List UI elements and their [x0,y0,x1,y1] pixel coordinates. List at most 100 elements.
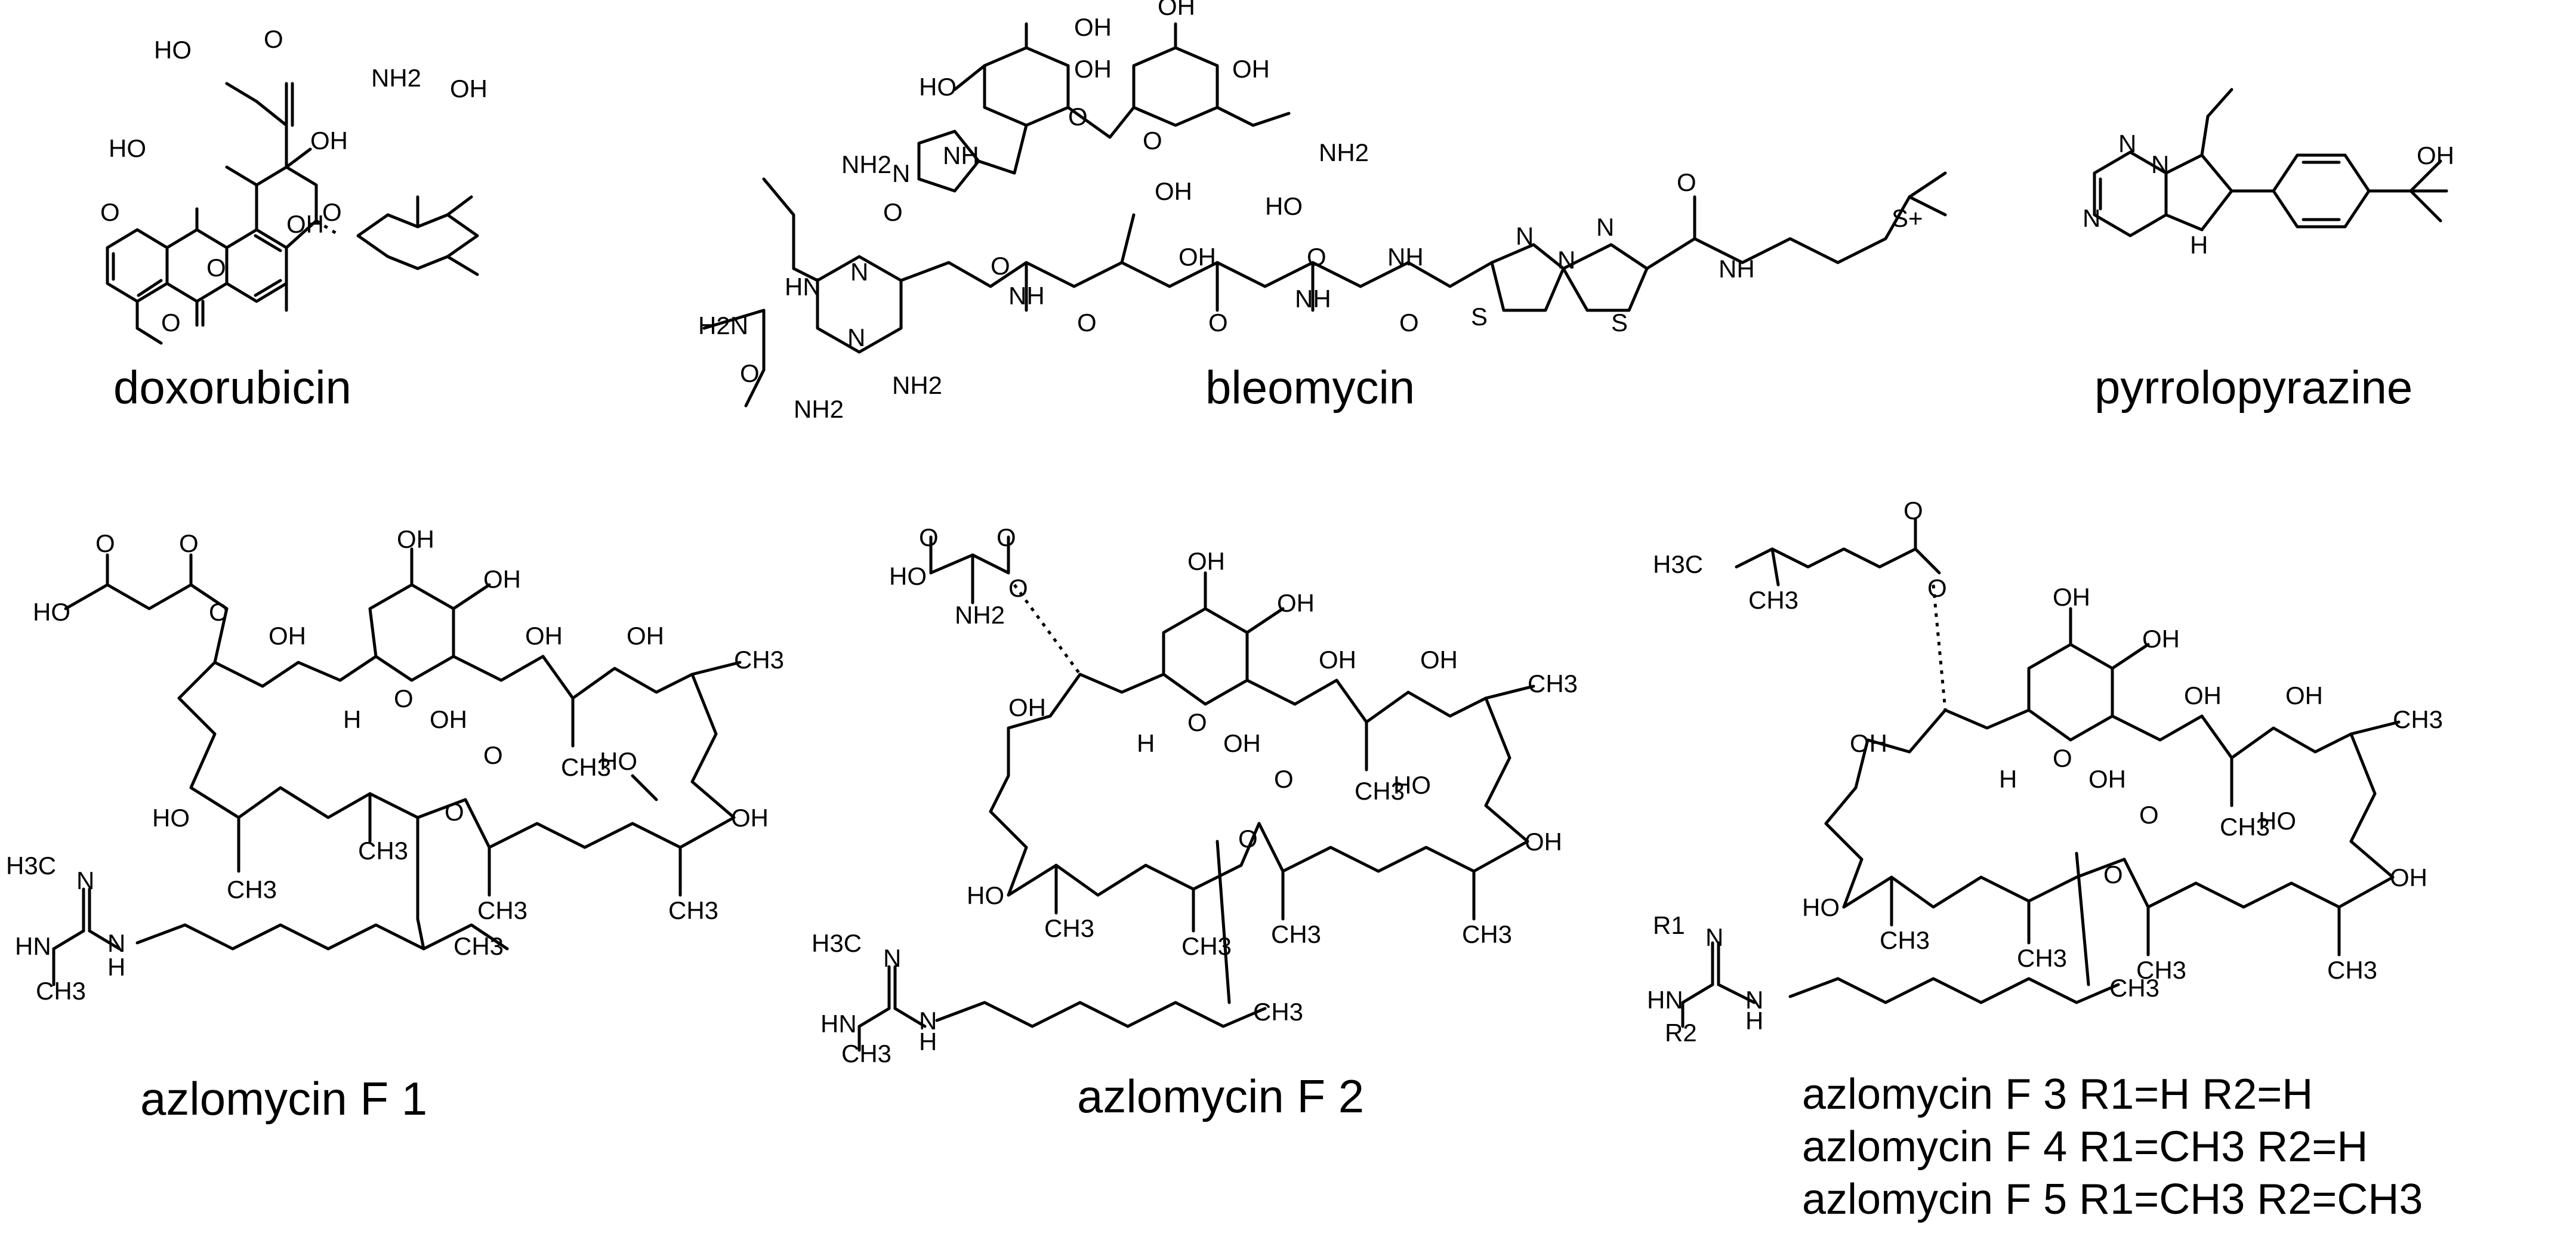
atom-label: CH3 [2109,974,2159,1002]
compound-name: pyrrolopyrazine [2094,361,2413,414]
atom-label: CH3 [227,875,277,903]
atom-label: O [322,198,342,226]
atom-label: OH [1232,55,1270,83]
compound-name: bleomycin [1205,361,1415,414]
atom-label: O [1077,309,1097,337]
atom-label: CH3 [841,1040,891,1068]
atom-label: CH3 [2136,956,2186,984]
atom-label: HO [154,36,192,64]
atom-label: O [2139,801,2159,829]
atom-label: OH [286,210,324,238]
bleomycin-structure: OH OH HO OH OH O O NH2 NH N NH2 O HN N N… [698,0,1947,423]
atom-label: OH [1074,55,1112,83]
atom-label: NH [1008,282,1045,310]
atom-label: CH3 [1748,586,1798,614]
atom-label: HO [600,747,637,775]
atom-label: O [1008,574,1028,602]
atom-label: OH [2285,681,2323,710]
atom-label: O [2103,860,2123,889]
atom-label: H [919,1028,937,1056]
azlomycin-f3-5-structure: H3C CH3 O O OH OH OH OH OH CH3 H O OH CH… [1647,496,2443,1047]
atom-label: CH3 [454,932,504,960]
compound-variant-f4: azlomycin F 4 R1=CH3 R2=H [1802,1123,2368,1171]
atom-label: CH3 [1253,998,1303,1026]
azlomycin-f3-5-panel: H3C CH3 O O OH OH OH OH OH CH3 H O OH CH… [1647,496,2576,1241]
atom-label: CH3 [1181,932,1232,960]
azlomycin-f1-structure: O O HO O OH OH OH OH OH CH3 H O OH CH3 H… [6,525,784,1005]
doxorubicin-structure: HO O OH NH2 OH HO O O OH O O [100,25,488,345]
atom-label: OH [1074,13,1112,41]
atom-label: OH [2088,765,2126,793]
atom-label: HO [1802,893,1840,921]
atom-label: O [1208,309,1228,337]
atom-label: OH [269,622,306,650]
atom-label: OH [1277,589,1315,617]
atom-label: OH [1420,646,1458,674]
atom-label: O [445,798,464,826]
atom-label: CH3 [668,896,718,924]
atom-label: HO [967,881,1004,909]
atom-label: N [883,944,901,972]
compound-name: azlomycin F 1 [140,1072,428,1125]
atom-label: CH3 [1355,777,1405,805]
azlomycin-f2-panel: O O HO NH2 O OH OH OH OH OH CH3 H O OH C… [812,523,1647,1211]
atom-label: O [2053,744,2072,772]
atom-label: CH3 [1462,920,1512,948]
atom-label: O [1068,103,1088,131]
azlomycin-f2-structure: O O HO NH2 O OH OH OH OH OH CH3 H O OH C… [812,523,1578,1068]
atom-label: CH3 [734,646,784,674]
atom-label: CH3 [561,753,611,781]
atom-label: CH3 [1271,920,1321,948]
atom-label: O [991,252,1010,280]
atom-label: O [883,198,903,226]
atom-label: O [206,254,226,282]
atom-label: OH [2390,863,2427,892]
atom-label: H [1999,765,2017,793]
atom-label: O [394,684,414,713]
atom-label: OH [1525,828,1562,856]
atom-label: NH [943,141,979,169]
atom-label: CH3 [2393,705,2443,733]
atom-label: NH2 [955,601,1005,629]
atom-label: OH [1223,729,1261,757]
atom-label: HN [820,1010,857,1038]
atom-label: H [107,953,125,981]
azlomycin-f1-panel: O O HO O OH OH OH OH OH CH3 H O OH CH3 H… [0,525,835,1211]
atom-label: N [2083,204,2100,232]
atom-label: H3C [6,852,56,880]
atom-label: NH2 [371,64,421,92]
atom-label: CH3 [2017,944,2067,972]
atom-label: S [1611,309,1628,337]
atom-label: OH [731,804,769,832]
atom-label: N [1596,213,1614,241]
atom-label: O [100,198,120,226]
bleomycin-panel: OH OH HO OH OH O O NH2 NH N NH2 O HN N N… [656,0,2118,442]
atom-label: NH [1295,285,1331,313]
atom-label: O [1904,496,1923,525]
atom-label: HO [1265,192,1303,220]
atom-label: O [1187,708,1207,736]
atom-label: O [919,523,939,551]
atom-label: NH2 [794,395,844,423]
atom-label: NH2 [892,371,942,399]
atom-label: CH3 [358,837,408,865]
atom-label: NH [1719,255,1755,283]
atom-label: OH [627,622,664,650]
compound-name: doxorubicin [113,361,351,414]
atom-label: O [997,523,1016,551]
atom-label: OH [1187,547,1225,575]
atom-label: CH3 [2220,813,2270,841]
compound-variant-f5: azlomycin F 5 R1=CH3 R2=CH3 [1802,1176,2423,1223]
atom-label: HN [1647,986,1683,1014]
atom-label: N [892,159,910,187]
atom-label: OH [1008,693,1046,721]
atom-label: OH [2417,141,2454,169]
atom-label: O [1143,127,1162,155]
atom-label: O [1677,168,1696,196]
atom-label: H3C [1653,550,1703,578]
atom-label: O [740,359,760,387]
atom-label: O [1238,825,1258,853]
atom-label: N [850,258,868,286]
doxorubicin-panel: HO O OH NH2 OH HO O O OH O O doxorubicin [0,0,537,442]
atom-label: O [1274,765,1294,793]
